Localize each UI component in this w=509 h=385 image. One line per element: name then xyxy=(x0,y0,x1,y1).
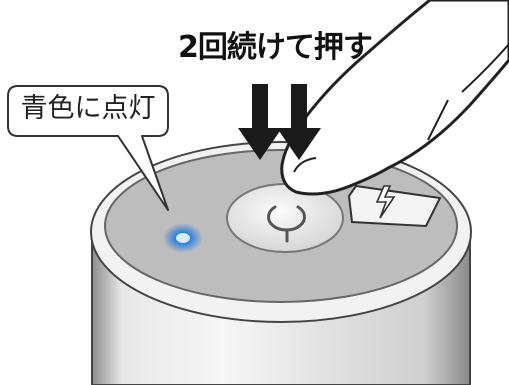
power-button[interactable] xyxy=(226,183,344,253)
pressing-finger xyxy=(280,0,509,196)
power-icon xyxy=(267,205,306,243)
callout-label: 青色に点灯 xyxy=(20,93,156,124)
press-arrow-icon xyxy=(238,84,321,160)
lightning-icon xyxy=(375,185,396,219)
callout-bubble xyxy=(7,85,169,211)
charging-port xyxy=(347,184,442,228)
instruction-title: 2回続けて押す xyxy=(178,30,373,65)
led-indicator xyxy=(163,223,203,253)
